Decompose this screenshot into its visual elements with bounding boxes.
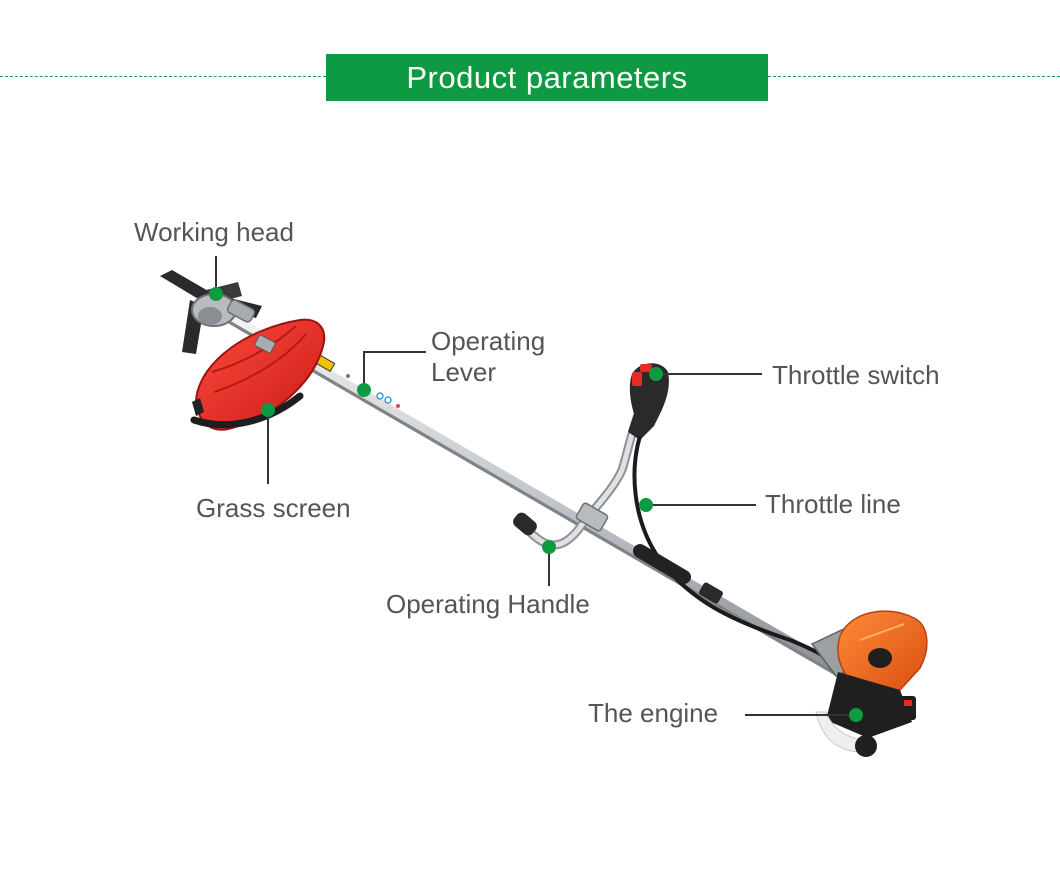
label-throttle-switch: Throttle switch <box>772 360 940 390</box>
header-dashed-line-right <box>768 76 1060 77</box>
throttle-cable <box>632 435 848 674</box>
leader-operating-lever <box>363 351 426 390</box>
marker-operating-lever-icon <box>357 383 371 397</box>
markers <box>209 287 863 722</box>
label-operating-lever: Operating Lever <box>431 326 545 388</box>
shaft-decal <box>312 352 400 408</box>
label-working-head: Working head <box>134 217 294 247</box>
leader-lines <box>215 256 856 716</box>
marker-working-head-icon <box>209 287 223 301</box>
marker-operating-handle-icon <box>542 540 556 554</box>
main-shaft <box>224 312 846 678</box>
engine <box>810 610 928 757</box>
shaft-clamp <box>699 582 723 604</box>
label-operating-lever-line2: Lever <box>431 357 497 387</box>
marker-the-engine-icon <box>849 708 863 722</box>
shaft-grip <box>633 544 691 584</box>
marker-throttle-line-icon <box>639 498 653 512</box>
page-title: Product parameters <box>326 54 768 101</box>
header-dashed-line-left <box>0 76 326 77</box>
marker-grass-screen-icon <box>261 403 275 417</box>
grass-guard <box>190 318 326 431</box>
handlebar <box>513 363 669 550</box>
label-operating-lever-line1: Operating <box>431 326 546 356</box>
marker-throttle-switch-icon <box>649 367 663 381</box>
label-operating-handle: Operating Handle <box>386 589 590 619</box>
label-grass-screen: Grass screen <box>196 493 351 523</box>
label-throttle-line: Throttle line <box>765 489 901 519</box>
label-the-engine: The engine <box>588 698 719 728</box>
